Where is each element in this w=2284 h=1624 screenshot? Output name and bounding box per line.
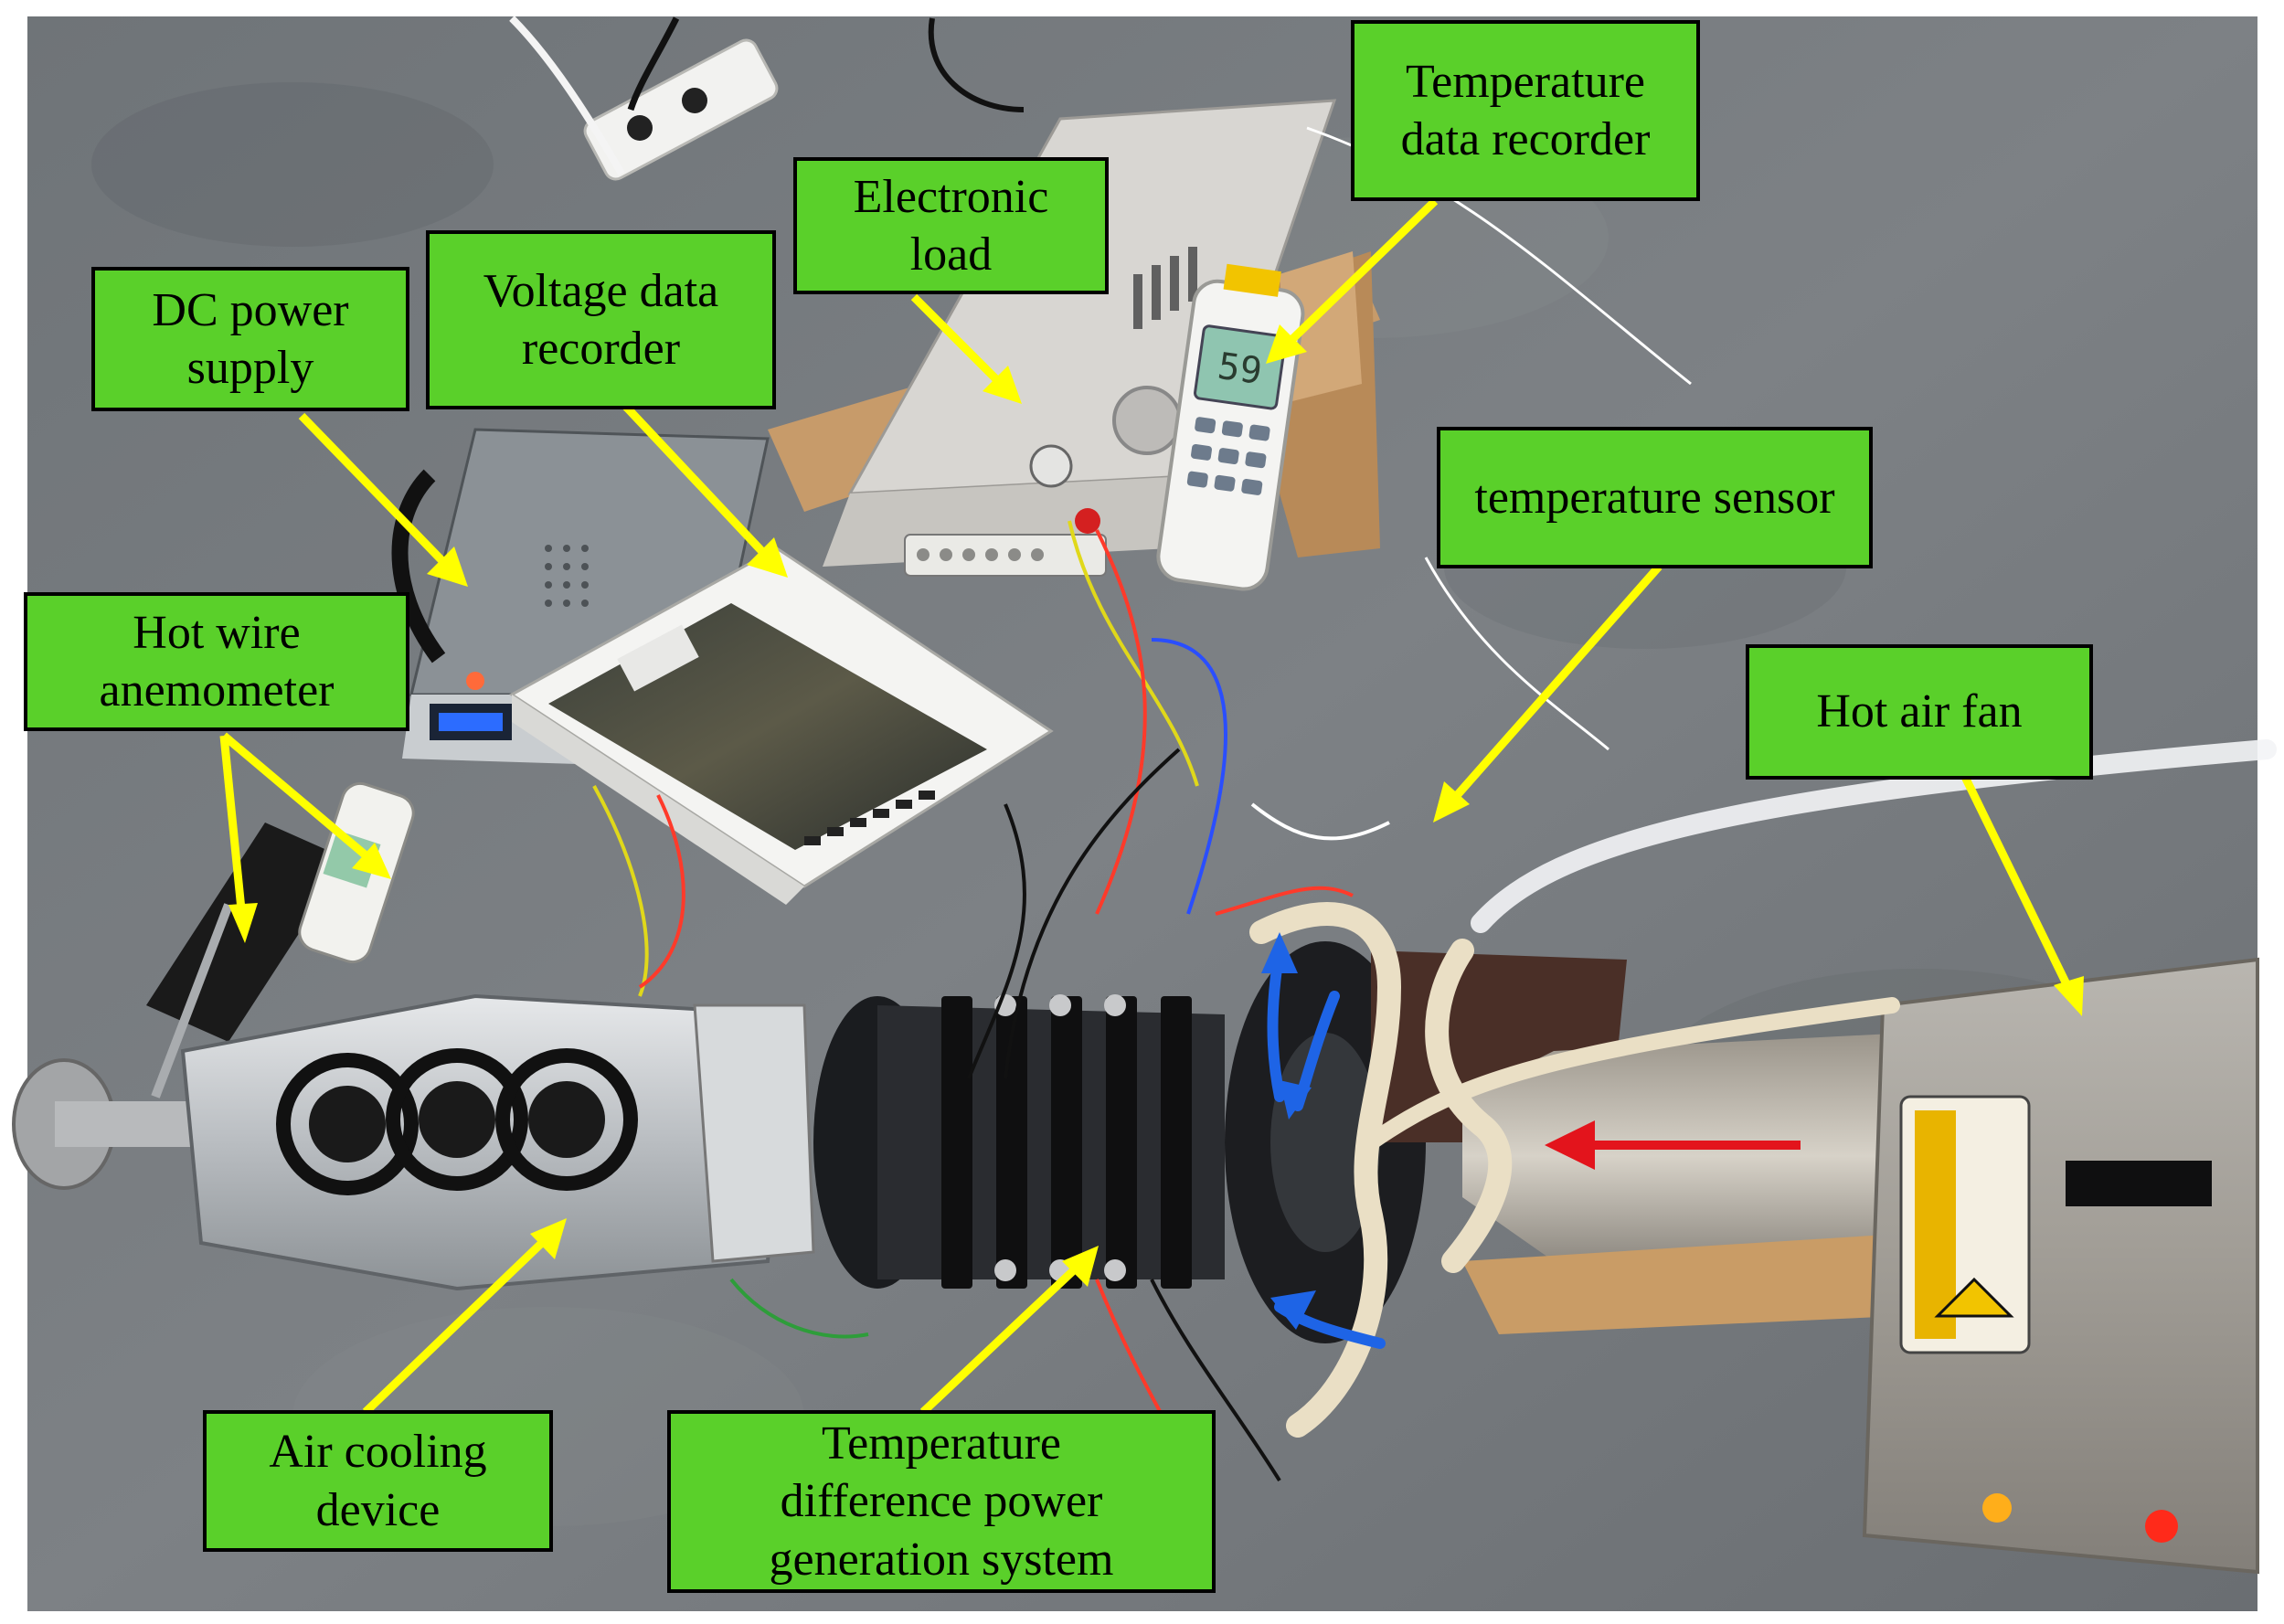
label-electronic-load-text: Electronic load: [853, 170, 1049, 281]
pointer-voltage-recorder: [622, 403, 788, 578]
wooden-base: [1462, 1234, 1901, 1334]
voltage-data-recorder-device: [509, 547, 1054, 905]
pointer-air-cooling-device: [362, 1218, 567, 1416]
pointer-temperature-recorder: [1266, 197, 1439, 364]
label-dc-power-supply: DC power supply: [91, 267, 409, 411]
pointer-dc-power-supply: [298, 412, 468, 587]
pointer-hot-air-fan: [1960, 775, 2084, 1016]
pointer-arrows: [219, 197, 2084, 1416]
label-hot-wire-anemometer: Hot wire anemometer: [24, 592, 409, 731]
air-cooling-device-body: [180, 993, 815, 1291]
label-temperature-data-recorder-text: Temperature data recorder: [1400, 55, 1651, 165]
label-temperature-sensor: temperature sensor: [1437, 427, 1873, 568]
label-air-cooling-device: Air cooling device: [203, 1410, 553, 1552]
label-hot-air-fan: Hot air fan: [1746, 644, 2093, 780]
power-strip: [509, 16, 1025, 181]
label-dc-power-supply-text: DC power supply: [152, 283, 349, 394]
label-hot-wire-anemometer-text: Hot wire anemometer: [99, 606, 335, 716]
pointer-anemometer-probe: [219, 735, 258, 943]
label-voltage-data-recorder-text: Voltage data recorder: [483, 264, 719, 375]
meter-display-text: 59: [1216, 345, 1265, 393]
label-temperature-sensor-text: temperature sensor: [1474, 471, 1835, 524]
label-temperature-data-recorder: Temperature data recorder: [1351, 20, 1700, 201]
cooling-flow-arrowheads: [1261, 932, 1316, 1330]
hot-air-fan-body: [1862, 957, 2259, 1575]
pointer-anemometer-meter: [221, 732, 391, 879]
label-voltage-data-recorder: Voltage data recorder: [426, 230, 776, 409]
hot-air-flow-arrow: [1545, 1120, 1801, 1170]
pointer-teg-system: [919, 1246, 1099, 1416]
label-air-cooling-device-text: Air cooling device: [269, 1426, 487, 1536]
label-teg-system: Temperature difference power generation …: [667, 1410, 1216, 1593]
left-flange: [12, 1058, 192, 1190]
pointer-temperature-sensor: [1433, 564, 1663, 823]
teg-power-generation-module: [813, 994, 1225, 1289]
label-hot-air-fan-text: Hot air fan: [1816, 685, 2023, 738]
label-teg-system-text: Temperature difference power generation …: [769, 1417, 1114, 1586]
label-electronic-load: Electronic load: [793, 157, 1109, 294]
hot-air-nozzle: [1462, 1033, 1910, 1307]
pointer-electronic-load: [910, 293, 1022, 404]
handheld-temperature-meter: 59: [1156, 263, 1305, 591]
